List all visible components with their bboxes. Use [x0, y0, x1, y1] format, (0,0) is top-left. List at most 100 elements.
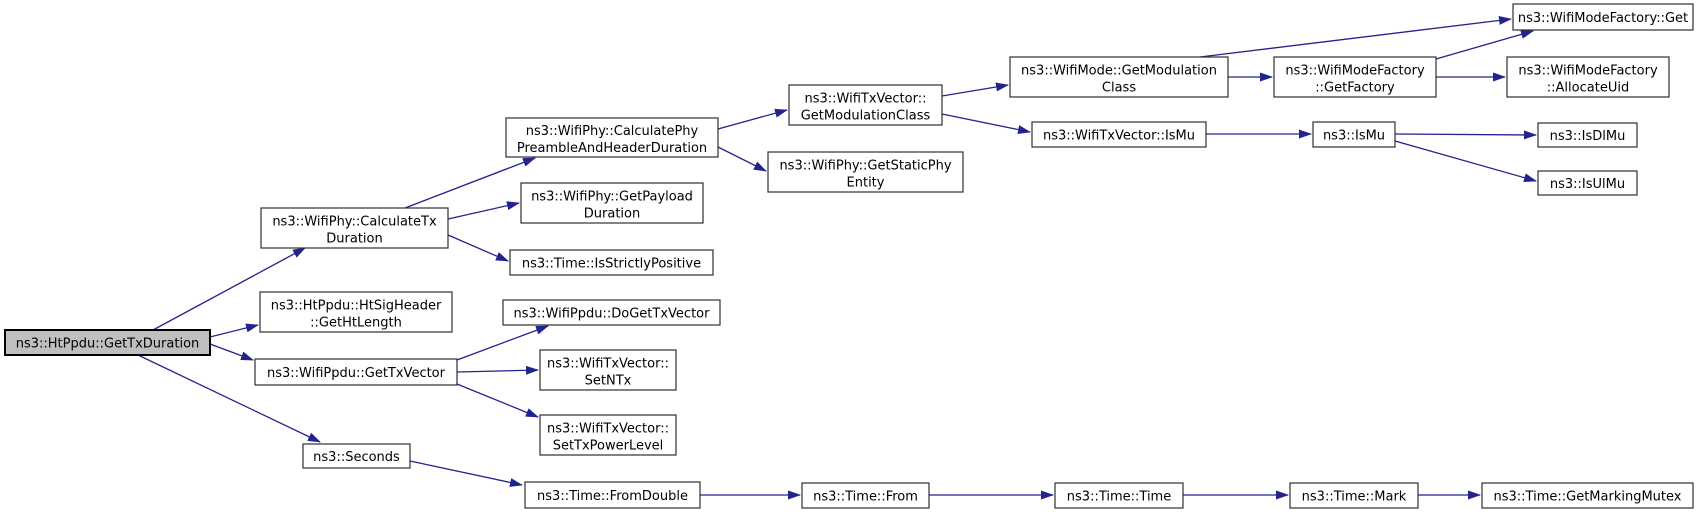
node-box[interactable]	[539, 349, 677, 391]
node-box[interactable]	[1273, 56, 1437, 98]
node-label[interactable]: ::AllocateUid	[1547, 81, 1629, 96]
node-box[interactable]	[1537, 122, 1638, 148]
node-wifippdu-get-tx-vector[interactable]: ns3::WifiPpdu::GetTxVector	[254, 358, 458, 386]
node-from-double[interactable]: ns3::Time::FromDouble	[524, 481, 701, 509]
node-get-modulation-class-mode[interactable]: ns3::WifiMode::GetModulationClass	[1009, 56, 1229, 98]
node-label[interactable]: ns3::Time::Mark	[1302, 490, 1407, 505]
edge-is-mu-to-is-dl-mu	[1394, 130, 1537, 140]
node-label[interactable]: ns3::WifiTxVector::	[804, 92, 926, 107]
node-label[interactable]: ::GetFactory	[1315, 81, 1395, 96]
node-factory-get[interactable]: ns3::WifiModeFactory::Get	[1512, 3, 1694, 31]
node-label[interactable]: ns3::WifiTxVector::IsMu	[1043, 129, 1195, 144]
node-box[interactable]	[520, 182, 704, 224]
node-do-get-tx-vector[interactable]: ns3::WifiPpdu::DoGetTxVector	[502, 299, 721, 326]
node-label[interactable]: ns3::Time::GetMarkingMutex	[1494, 490, 1682, 505]
node-box[interactable]	[767, 151, 964, 193]
node-label[interactable]: ns3::WifiPpdu::GetTxVector	[267, 366, 446, 381]
node-box[interactable]	[1009, 56, 1229, 98]
node-box[interactable]	[1289, 482, 1419, 509]
node-label[interactable]: ns3::WifiModeFactory::Get	[1518, 11, 1688, 26]
node-box[interactable]	[1054, 482, 1184, 509]
node-label[interactable]: ns3::WifiTxVector::	[547, 422, 669, 437]
node-label[interactable]: ns3::WifiMode::GetModulation	[1021, 64, 1217, 79]
edge-get-modulation-class-txvector-to-get-modulation-class-mode	[941, 82, 1009, 97]
node-box[interactable]	[260, 207, 449, 249]
node-box[interactable]	[1506, 56, 1670, 98]
node-label[interactable]: ::GetHtLength	[310, 316, 402, 331]
node-get-modulation-class-txvector[interactable]: ns3::WifiTxVector::GetModulationClass	[788, 84, 943, 126]
edge-layer	[137, 15, 1537, 500]
node-set-tx-power-level[interactable]: ns3::WifiTxVector::SetTxPowerLevel	[539, 414, 677, 456]
node-allocate-uid[interactable]: ns3::WifiModeFactory::AllocateUid	[1506, 56, 1670, 98]
node-calculate-phy-preamble[interactable]: ns3::WifiPhy::CalculatePhyPreambleAndHea…	[505, 117, 719, 158]
node-box[interactable]	[524, 481, 701, 509]
node-box[interactable]	[539, 414, 677, 456]
node-label[interactable]: Duration	[326, 232, 382, 247]
node-box[interactable]	[1537, 170, 1638, 196]
node-ht-sig-get-ht-length[interactable]: ns3::HtPpdu::HtSigHeader::GetHtLength	[259, 291, 453, 333]
node-label[interactable]: ns3::WifiPhy::CalculatePhy	[526, 124, 699, 139]
node-box[interactable]	[801, 482, 930, 509]
node-set-ntx[interactable]: ns3::WifiTxVector::SetNTx	[539, 349, 677, 391]
node-label[interactable]: ns3::WifiModeFactory	[1518, 64, 1658, 79]
node-is-ul-mu[interactable]: ns3::IsUlMu	[1537, 170, 1638, 196]
edge-calculate-phy-preamble-to-get-modulation-class-txvector	[717, 108, 788, 130]
edge-get-tx-duration-to-calculate-tx-duration	[152, 247, 306, 331]
node-is-strictly-positive[interactable]: ns3::Time::IsStrictlyPositive	[509, 249, 714, 276]
edge-seconds-to-from-double	[409, 460, 523, 487]
node-label[interactable]: ns3::IsUlMu	[1550, 177, 1625, 192]
node-label[interactable]: ns3::IsDlMu	[1550, 129, 1626, 144]
node-box[interactable]	[505, 117, 719, 158]
node-box[interactable]	[1031, 121, 1207, 148]
node-get-tx-duration: ns3::HtPpdu::GetTxDuration	[4, 329, 211, 356]
edge-calculate-tx-duration-to-is-strictly-positive	[447, 234, 509, 262]
node-box[interactable]	[1481, 482, 1694, 509]
node-label[interactable]: ns3::WifiPhy::GetStaticPhy	[779, 159, 951, 174]
edge-get-tx-duration-to-ht-sig-get-ht-length	[209, 323, 259, 338]
node-label[interactable]: Entity	[847, 176, 885, 191]
edge-calculate-phy-preamble-to-get-static-phy-entity	[717, 146, 767, 172]
node-label[interactable]: ns3::Seconds	[313, 450, 400, 465]
node-label[interactable]: Class	[1102, 81, 1136, 96]
node-box[interactable]	[259, 291, 453, 333]
node-label[interactable]: ns3::HtPpdu::HtSigHeader	[271, 299, 442, 314]
node-label[interactable]: ns3::Time::FromDouble	[537, 489, 688, 504]
node-label[interactable]: ns3::Time::IsStrictlyPositive	[522, 257, 701, 272]
node-box[interactable]	[302, 443, 411, 469]
node-label[interactable]: ns3::WifiPhy::CalculateTx	[272, 215, 437, 230]
node-box[interactable]	[1512, 3, 1694, 31]
node-time-time[interactable]: ns3::Time::Time	[1054, 482, 1184, 509]
node-label[interactable]: ns3::Time::Time	[1067, 490, 1171, 505]
node-get-marking-mutex[interactable]: ns3::Time::GetMarkingMutex	[1481, 482, 1694, 509]
node-box[interactable]	[788, 84, 943, 126]
node-time-mark[interactable]: ns3::Time::Mark	[1289, 482, 1419, 509]
node-label[interactable]: ns3::WifiPhy::GetPayload	[531, 190, 693, 205]
node-get-factory[interactable]: ns3::WifiModeFactory::GetFactory	[1273, 56, 1437, 98]
node-box[interactable]	[509, 249, 714, 276]
node-label[interactable]: GetModulationClass	[801, 109, 931, 124]
edge-wifippdu-get-tx-vector-to-set-tx-power-level	[456, 383, 539, 418]
node-is-mu[interactable]: ns3::IsMu	[1312, 121, 1396, 148]
edge-calculate-tx-duration-to-calculate-phy-preamble	[404, 157, 536, 209]
node-label[interactable]: ns3::IsMu	[1323, 129, 1385, 144]
node-is-dl-mu[interactable]: ns3::IsDlMu	[1537, 122, 1638, 148]
node-seconds[interactable]: ns3::Seconds	[302, 443, 411, 469]
node-box[interactable]	[1312, 121, 1396, 148]
node-label[interactable]: ns3::WifiTxVector::	[547, 357, 669, 372]
node-time-from[interactable]: ns3::Time::From	[801, 482, 930, 509]
node-box[interactable]	[502, 299, 721, 326]
node-box[interactable]	[254, 358, 458, 386]
node-is-mu-txvector[interactable]: ns3::WifiTxVector::IsMu	[1031, 121, 1207, 148]
node-label[interactable]: ns3::WifiPpdu::DoGetTxVector	[514, 307, 711, 322]
node-label: ns3::HtPpdu::GetTxDuration	[16, 337, 200, 352]
node-label[interactable]: SetNTx	[585, 374, 632, 389]
node-label[interactable]: ns3::Time::From	[813, 490, 918, 505]
node-label[interactable]: SetTxPowerLevel	[553, 439, 664, 454]
node-label[interactable]: Duration	[584, 207, 640, 222]
node-label[interactable]: PreambleAndHeaderDuration	[517, 141, 707, 156]
node-label[interactable]: ns3::WifiModeFactory	[1285, 64, 1425, 79]
